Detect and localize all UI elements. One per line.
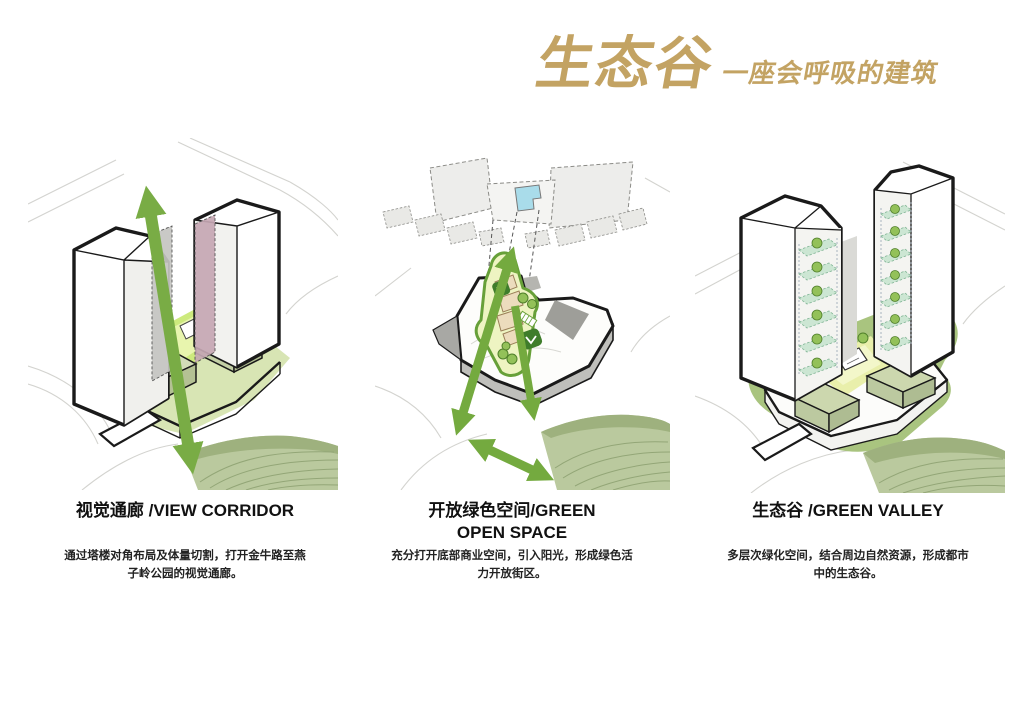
description-green-valley: 多层次绿化空间，结合周边自然资源，形成都市中的生态谷。 <box>698 547 998 584</box>
caption-text: 生态谷 /GREEN VALLEY <box>752 501 944 520</box>
upper-towers-ghost <box>382 157 648 249</box>
diagram-green-open-space <box>375 148 670 490</box>
green-terraces-left <box>798 237 838 377</box>
green-open-space-svg <box>375 157 670 490</box>
view-corridor-arrow <box>135 185 204 475</box>
slide-title: 生态谷 <box>531 32 720 96</box>
green-valley-svg <box>695 161 1005 493</box>
description-text: 通过塔楼对角布局及体量切割，打开金牛路至燕子岭公园的视觉通廊。 <box>64 550 306 581</box>
diagram-green-valley <box>695 158 1005 493</box>
tower-shadow <box>841 236 857 364</box>
caption-green-valley: 生态谷 /GREEN VALLEY <box>698 500 998 522</box>
park <box>184 435 338 490</box>
rooftop-pool <box>514 184 542 212</box>
park <box>541 414 670 490</box>
slide-subtitle: 一座会呼吸的建筑 <box>719 58 942 88</box>
caption-view-corridor: 视觉通廊 /VIEW CORRIDOR <box>35 500 335 522</box>
open-space-arrows <box>451 246 555 481</box>
podium-roof-box-right <box>865 361 937 410</box>
caption-text: 开放绿色空间/GREEN OPEN SPACE <box>428 501 596 543</box>
walkway <box>751 422 813 462</box>
description-text: 充分打开底部商业空间，引入阳光，形成绿色活力开放街区。 <box>391 550 633 581</box>
description-text: 多层次绿化空间，结合周边自然资源，形成都市中的生态谷。 <box>727 550 969 581</box>
view-corridor-svg <box>28 138 338 490</box>
description-green-open-space: 充分打开底部商业空间，引入阳光，形成绿色活力开放街区。 <box>362 547 662 584</box>
park <box>863 437 1005 493</box>
caption-green-open-space: 开放绿色空间/GREEN OPEN SPACE <box>362 500 662 544</box>
caption-text: 视觉通廊 /VIEW CORRIDOR <box>75 501 295 520</box>
description-view-corridor: 通过塔楼对角布局及体量切割，打开金牛路至燕子岭公园的视觉通廊。 <box>35 547 335 584</box>
green-terraces-right <box>880 202 912 352</box>
slide-header: 生态谷 一座会呼吸的建筑 <box>531 32 945 96</box>
diagram-view-corridor <box>28 138 338 490</box>
